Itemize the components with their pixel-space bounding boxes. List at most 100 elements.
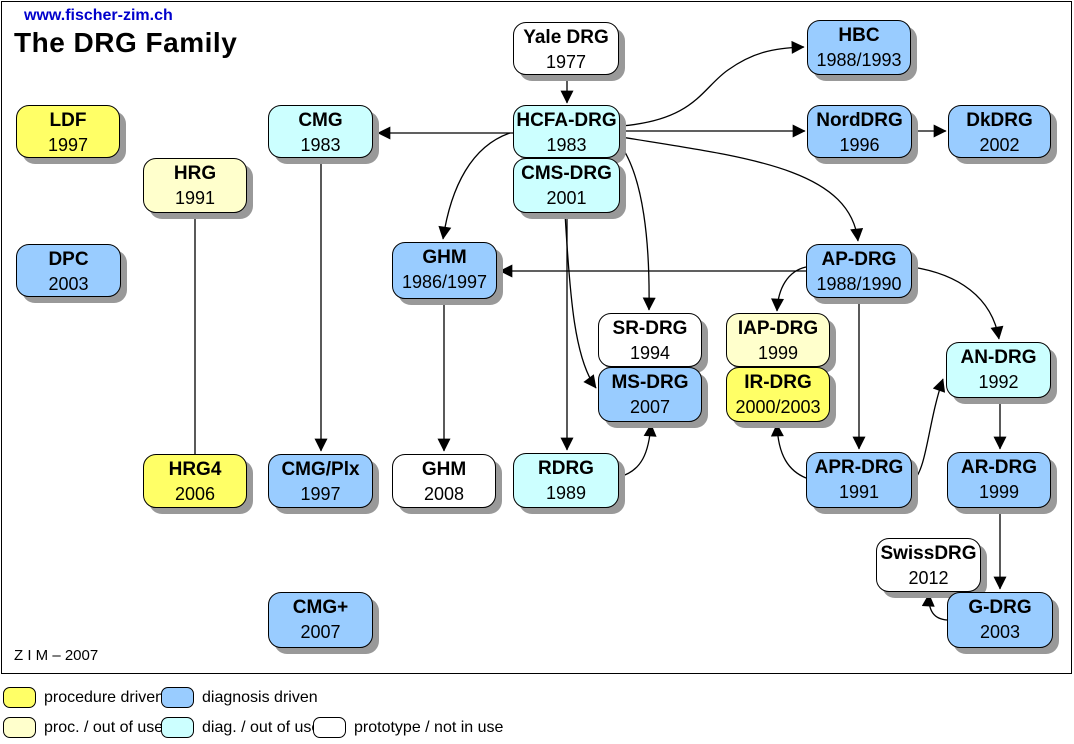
legend-label: proc. / out of use [44,718,164,736]
legend-item-procedure: procedure driven [3,686,164,709]
node-year: 1986/1997 [401,272,488,292]
legend-swatch-procedure [3,687,36,708]
node-year: 1996 [839,135,880,155]
edge-g-drg-to-swissdrg [921,593,948,621]
node-label: GHM [422,247,467,268]
node-year: 1999 [757,343,799,363]
node-label: HRG [173,163,217,184]
node-label: NordDRG [816,110,903,131]
node-sr-drg: SR-DRG 1994 [598,313,702,367]
legend-swatch-procedure_outofuse [3,717,36,738]
node-rdrg: RDRG 1989 [513,453,619,508]
node-label: IR-DRG [744,372,812,393]
site-url-link[interactable]: www.fischer-zim.ch [24,7,173,24]
node-label: DkDRG [966,110,1033,131]
node-label: SwissDRG [880,543,977,564]
node-year: 1991 [174,188,216,208]
node-swissdrg: SwissDRG 2012 [876,538,981,592]
edge-apr-drg-to-ir-drg [770,423,807,479]
edge-ap-drg-to-an-drg [911,266,1004,340]
node-label: LDF [49,110,87,131]
legend-item-diagnosis_outofuse: diag. / out of use [161,716,320,739]
legend-label: procedure driven [44,688,165,706]
node-year: 2008 [423,484,465,504]
node-label: CMG/Plx [281,459,360,480]
node-dkdrg: DkDRG 2002 [948,105,1051,158]
edge-hcfa-drg-to-ghm-1 [438,132,511,240]
node-year: 1988/1990 [816,274,902,294]
legend-item-procedure_outofuse: proc. / out of use [3,716,163,739]
node-ir-drg: IR-DRG 2000/2003 [726,367,830,422]
legend-label: diag. / out of use [202,718,321,736]
edge-hcfa-drg-to-sr-drg [618,142,656,311]
node-ar-drg: AR-DRG 1999 [947,452,1051,508]
node-label: APR-DRG [814,457,904,478]
edge-hcfa-drg-to-ap-drg [620,136,864,242]
node-label: DPC [48,249,89,270]
node-year: 2007 [300,622,341,642]
node-year: 2012 [908,568,949,588]
node-g-drg: G-DRG 2003 [947,592,1053,648]
node-hcfa-drg: HCFA-DRG 1983 [513,105,620,158]
node-yale-drg: Yale DRG 1977 [513,22,619,75]
node-label: HBC [838,25,880,46]
node-label: CMS-DRG [521,163,612,184]
node-label: AP-DRG [821,249,897,270]
node-year: 1983 [546,135,587,155]
node-year: 2007 [629,397,671,417]
node-year: 1997 [300,484,341,504]
node-ghm-2: GHM 2008 [392,454,496,508]
node-year: 1977 [545,52,587,72]
node-year: 2000/2003 [735,397,821,417]
node-ghm-1: GHM 1986/1997 [392,242,497,299]
node-label: SR-DRG [612,318,688,339]
node-year: 1991 [838,482,880,502]
node-year: 1983 [300,135,341,155]
node-apr-drg: APR-DRG 1991 [806,452,912,508]
node-year: 1994 [629,343,671,363]
node-label: HRG4 [168,459,222,480]
node-cmg: CMG 1983 [268,105,373,158]
node-hrg: HRG 1991 [143,158,247,213]
node-hrg4: HRG4 2006 [143,454,247,508]
node-label: AR-DRG [961,457,1037,478]
node-cmg-plus: CMG+ 2007 [268,592,373,648]
edge-cms-drg-to-ms-drg [564,212,597,389]
legend-label: prototype / not in use [354,718,504,736]
node-label: Yale DRG [523,27,609,48]
node-year: 2003 [979,622,1021,642]
node-year: 1999 [978,482,1020,502]
node-hbc: HBC 1988/1993 [807,20,911,75]
node-dpc: DPC 2003 [16,244,121,297]
legend-item-prototype: prototype / not in use [313,716,503,739]
node-year: 2006 [174,484,216,504]
node-label: RDRG [538,458,594,479]
node-year: 1997 [47,135,89,155]
page-title: The DRG Family [14,27,238,58]
edge-hcfa-drg-to-hbc [620,40,805,127]
legend-swatch-diagnosis_outofuse [161,717,194,738]
node-label: MS-DRG [611,372,689,393]
legend-swatch-prototype [313,717,346,738]
node-year: 2002 [979,135,1020,155]
node-label: CMG+ [292,597,349,618]
node-label: HCFA-DRG [516,110,617,131]
node-cmg-plx: CMG/Plx 1997 [268,454,373,508]
node-year: 1988/1993 [816,50,902,70]
legend-label: diagnosis driven [202,688,318,706]
node-label: GHM [421,459,467,480]
legend-swatch-diagnosis [161,687,194,708]
node-label: CMG [298,110,343,131]
legend-item-diagnosis: diagnosis driven [161,686,318,709]
node-ldf: LDF 1997 [16,105,120,158]
node-ms-drg: MS-DRG 2007 [598,367,702,422]
node-ap-drg: AP-DRG 1988/1990 [806,244,912,298]
node-year: 1989 [545,483,587,503]
node-label: G-DRG [968,597,1032,618]
node-norddrg: NordDRG 1996 [807,105,912,158]
node-year: 2003 [48,274,89,294]
